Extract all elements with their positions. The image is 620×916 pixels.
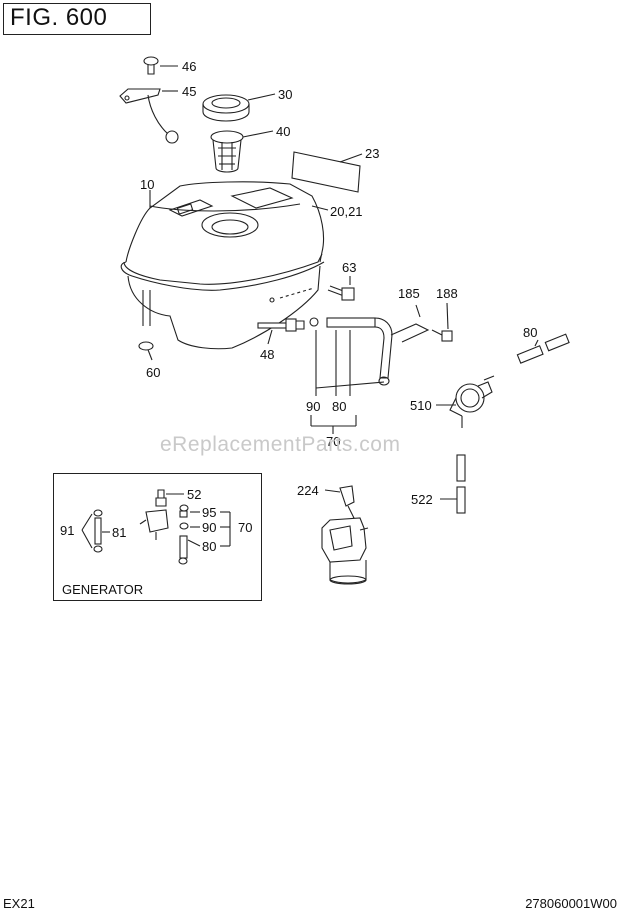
part-label: 30 xyxy=(278,87,292,102)
hose-icon xyxy=(309,304,430,386)
part-label: 40 xyxy=(276,124,290,139)
figure-title-box xyxy=(3,3,151,35)
carburetor-icon xyxy=(321,485,369,585)
fuel-cock-icon xyxy=(139,489,184,540)
part-label: 80 xyxy=(202,539,216,554)
hose-icon xyxy=(516,333,570,364)
generator-title: GENERATOR xyxy=(62,582,144,597)
strainer-icon xyxy=(210,130,274,173)
part-label: 522 xyxy=(411,492,433,507)
part-label: 70 xyxy=(238,520,252,535)
part-label: 80 xyxy=(523,325,537,340)
fuel-cap-icon xyxy=(202,93,276,122)
part-label: 52 xyxy=(187,487,201,502)
part-label: 10 xyxy=(140,177,154,192)
clamp-icon xyxy=(81,509,110,553)
part-label: 91 xyxy=(60,523,74,538)
fuel-cock-icon xyxy=(257,318,305,345)
part-label: 188 xyxy=(436,286,458,301)
bolt-icon xyxy=(431,302,453,342)
part-label: 23 xyxy=(365,146,379,161)
part-label: 46 xyxy=(182,59,196,74)
part-label: 224 xyxy=(297,483,319,498)
part-label: 48 xyxy=(260,347,274,362)
fuel-tank-icon xyxy=(120,181,325,350)
model-code: EX21 xyxy=(3,896,35,911)
part-label: 70 xyxy=(326,434,340,449)
figure-title: FIG. 600 xyxy=(10,4,108,31)
hose-icon xyxy=(178,504,231,565)
part-label: 90 xyxy=(306,399,320,414)
bracket-icon xyxy=(119,88,179,144)
label-plate-icon xyxy=(291,151,363,193)
fuel-pump-icon xyxy=(436,375,495,428)
drawing-number: 278060001W00 xyxy=(525,896,617,911)
hose-icon xyxy=(440,454,466,514)
part-label: 80 xyxy=(332,399,346,414)
part-label: 95 xyxy=(202,505,216,520)
part-label: 45 xyxy=(182,84,196,99)
part-label: 510 xyxy=(410,398,432,413)
part-label: 63 xyxy=(342,260,356,275)
part-label: 20,21 xyxy=(330,204,363,219)
generator-inset xyxy=(53,473,262,601)
part-label: 185 xyxy=(398,286,420,301)
watermark: eReplacementParts.com xyxy=(160,433,401,456)
part-label: 90 xyxy=(202,520,216,535)
bolt-icon xyxy=(327,276,355,301)
bolt-icon xyxy=(143,56,178,75)
part-label: 60 xyxy=(146,365,160,380)
part-label: 81 xyxy=(112,525,126,540)
